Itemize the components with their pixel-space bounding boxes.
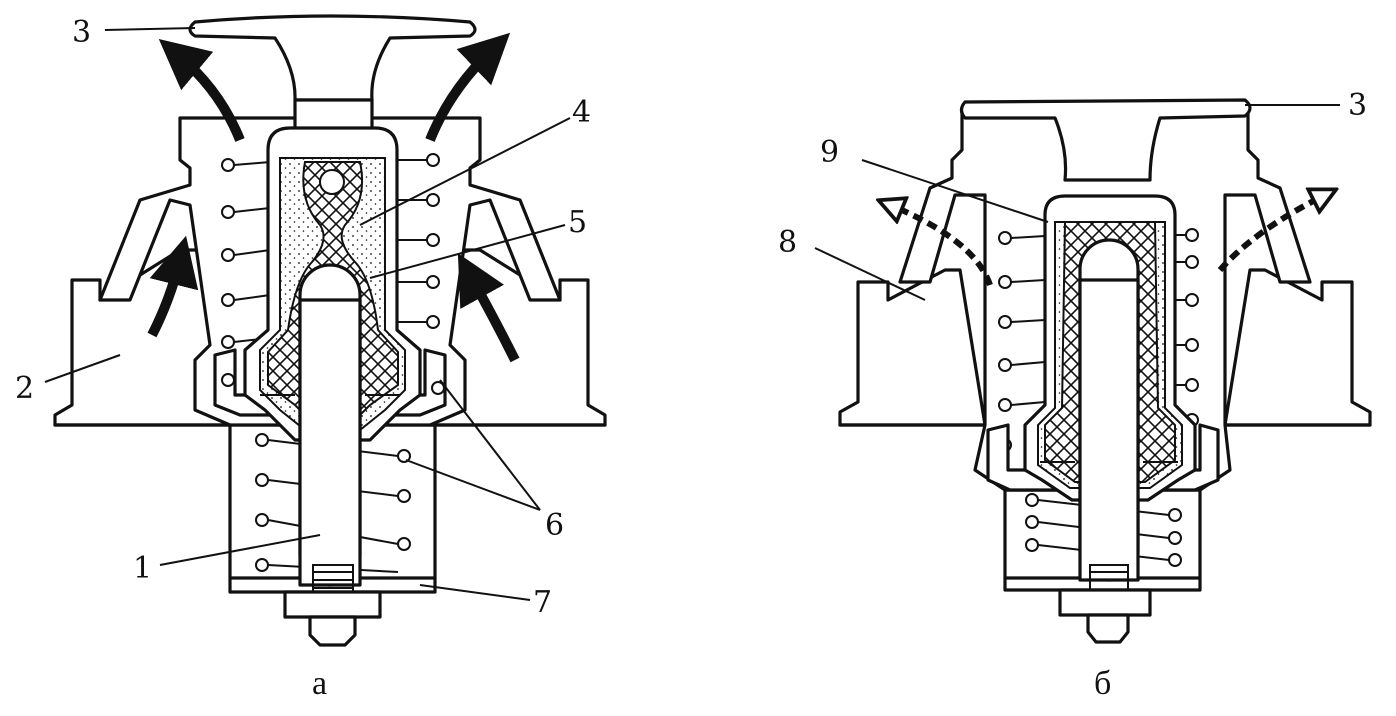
- valve-disc-b: [959, 98, 1252, 182]
- flow-arrow-a-1: [158, 38, 245, 142]
- flow-arrow-b-1: [890, 205, 993, 287]
- callout-b-3: 3: [1348, 88, 1367, 123]
- flow-arrow-a-3: [147, 235, 199, 338]
- valve-disc-a: [188, 14, 477, 102]
- flow-arrow-a-4: [457, 253, 520, 363]
- caption-a: а: [312, 665, 327, 702]
- callout-a-4: 4: [572, 95, 591, 130]
- base-flange-b: [838, 268, 987, 427]
- leader-lines-b: [814, 104, 1340, 301]
- callout-a-6: 6: [545, 508, 564, 543]
- nut-b: [1058, 588, 1152, 617]
- flow-arrow-a-2: [425, 32, 511, 142]
- base-flange-b-right: [1223, 268, 1372, 427]
- caption-b: б: [1094, 665, 1111, 702]
- panel-a: 3 4 5 2 6 1 7 а: [15, 14, 607, 702]
- callout-a-3: 3: [72, 15, 91, 50]
- thread-a: [308, 615, 357, 647]
- thread-b: [1086, 613, 1130, 644]
- flow-arrow-b-2: [1217, 195, 1325, 272]
- callout-a-5: 5: [568, 205, 587, 240]
- valve-stem-a: [293, 98, 374, 132]
- callout-b-9: 9: [820, 135, 839, 170]
- callout-b-8: 8: [778, 225, 797, 260]
- callout-a-2: 2: [15, 371, 34, 406]
- nut-a: [283, 590, 382, 619]
- callout-a-1: 1: [133, 551, 152, 586]
- leader-lines-a: [44, 27, 571, 601]
- callout-a-7: 7: [533, 585, 552, 620]
- panel-b: 3 9 8 б: [778, 88, 1372, 702]
